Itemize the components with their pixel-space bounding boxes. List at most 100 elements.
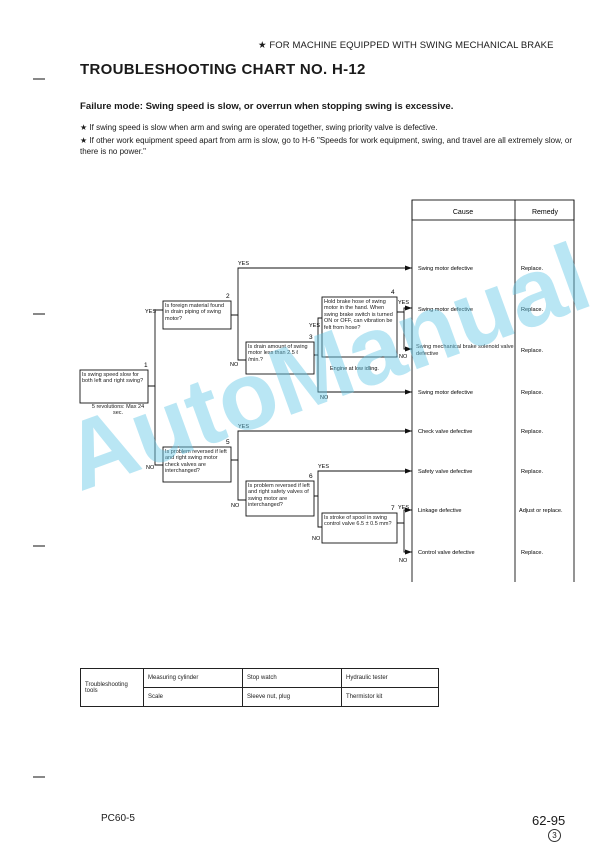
box-number-7: 7 <box>391 505 395 512</box>
no-label-6: NO <box>312 536 321 542</box>
yes-label-1: YES <box>145 309 156 315</box>
connector-5-no <box>237 460 246 501</box>
remedy-5: Replace. <box>521 429 544 435</box>
remedy-8: Replace. <box>521 550 544 556</box>
cause-3: Swing mechanical brake solenoid valve de… <box>416 344 514 357</box>
box-2-text: Is foreign material found in drain pipin… <box>165 303 225 322</box>
footer-model: PC60-5 <box>101 813 135 824</box>
connector-2-no <box>237 315 246 361</box>
no-label-4: NO <box>399 354 408 360</box>
yes-label-5: YES <box>238 424 249 430</box>
question-box-4 <box>321 296 398 358</box>
cause-1: Swing motor defective <box>418 266 473 272</box>
footer-page-number: 62-95 <box>532 813 566 828</box>
connector-6-no <box>317 496 322 528</box>
connector-5-yes <box>231 430 412 461</box>
box-6-text: Is problem reversed if left and right sa… <box>248 483 310 509</box>
tool-item: Stop watch <box>242 668 342 688</box>
box-number-6: 6 <box>309 473 313 480</box>
box-2-wrap: Is foreign material found in drain pipin… <box>165 303 225 322</box>
arrow-to-cause-8 <box>405 549 412 555</box>
question-box-3 <box>245 341 315 375</box>
arrow-to-cause-6 <box>405 468 412 474</box>
cause-7: Linkage defective <box>418 508 462 514</box>
no-label-2: NO <box>230 362 239 368</box>
tool-item: Scale <box>143 687 243 707</box>
box-7-text: Is stroke of spool in swing control valv… <box>324 515 392 528</box>
connector-7-yes <box>397 509 412 524</box>
no-label-5: NO <box>231 503 240 509</box>
cause-5: Check valve defective <box>418 429 472 435</box>
box-number-4: 4 <box>391 289 395 296</box>
question-box-1 <box>79 369 149 404</box>
question-box-5 <box>162 446 232 483</box>
margin-mark <box>33 776 45 778</box>
tool-item: Thermistor kit <box>341 687 439 707</box>
connector-3-yes <box>314 317 322 356</box>
box-5-wrap: Is problem reversed if left and right sw… <box>165 449 227 475</box>
connector-3-no <box>317 355 412 393</box>
header-note: ★ FOR MACHINE EQUIPPED WITH SWING MECHAN… <box>258 40 554 51</box>
connector-7-no <box>403 523 412 553</box>
failure-mode: Failure mode: Swing speed is slow, or ov… <box>80 101 454 112</box>
cause-6: Safety valve defective <box>418 469 472 475</box>
arrow-to-cause-7 <box>405 507 412 513</box>
tool-item: Sleeve nut, plug <box>242 687 342 707</box>
margin-mark <box>33 313 45 315</box>
revision-badge: 3 <box>548 829 561 842</box>
page-title: TROUBLESHOOTING CHART NO. H-12 <box>80 61 366 78</box>
arrow-to-cause-2 <box>405 305 412 311</box>
box-4-text: Hold brake hose of swing motor in the ha… <box>324 299 393 331</box>
cause-header: Cause <box>453 209 473 216</box>
box-1-note-wrap: 5 revolutions: Max 24 sec. <box>91 404 145 417</box>
note-2: ★ If other work equipment speed apart fr… <box>80 136 573 156</box>
box-5-text: Is problem reversed if left and right sw… <box>165 449 227 475</box>
note-1: ★ If swing speed is slow when arm and sw… <box>80 123 438 132</box>
margin-mark <box>33 78 45 80</box>
remedy-header: Remedy <box>532 209 559 216</box>
yes-label-2: YES <box>238 261 249 267</box>
connector-6-yes <box>314 470 412 497</box>
box-6-wrap: Is problem reversed if left and right sa… <box>248 483 310 509</box>
box-4-note: Engine at low idling. <box>330 366 379 372</box>
yes-label-6: YES <box>318 464 329 470</box>
tool-item: Measuring cylinder <box>143 668 243 688</box>
troubleshooting-flowchart: Cause Remedy Swing motor defective Repla… <box>79 199 575 582</box>
yes-label-4: YES <box>398 300 409 306</box>
box-1-wrap: Is swing speed slow for both left and ri… <box>82 372 144 385</box>
no-label-1: NO <box>146 465 155 471</box>
box-4-wrap: Hold brake hose of swing motor in the ha… <box>324 299 393 331</box>
box-number-5: 5 <box>226 439 230 446</box>
remedy-1: Replace. <box>521 266 544 272</box>
remedy-2: Replace. <box>521 307 544 313</box>
box-number-1: 1 <box>144 362 148 369</box>
troubleshooting-tools-table: Troubleshooting tools Measuring cylinder… <box>80 668 439 707</box>
no-label-7: NO <box>399 558 408 564</box>
cause-3-wrap: Swing mechanical brake solenoid valve de… <box>416 344 514 357</box>
box-1-text: Is swing speed slow for both left and ri… <box>82 372 144 385</box>
connector-2-yes <box>231 267 412 316</box>
box-number-2: 2 <box>226 293 230 300</box>
box-7-wrap: Is stroke of spool in swing control valv… <box>324 515 392 528</box>
box-1-note: 5 revolutions: Max 24 sec. <box>91 404 145 417</box>
connector-1-no <box>154 386 163 466</box>
remedy-7: Adjust or replace. <box>519 508 563 514</box>
arrow-to-cause-3 <box>405 346 412 352</box>
question-box-6 <box>245 480 315 517</box>
margin-mark <box>33 545 45 547</box>
box-3-wrap: Is drain amount of swing motor less than… <box>248 344 308 363</box>
arrow-to-cause-4 <box>405 389 412 395</box>
cause-8: Control valve defective <box>418 550 475 556</box>
tool-item: Hydraulic tester <box>341 668 439 688</box>
connector-1-yes <box>148 309 163 387</box>
no-label-3: NO <box>320 395 329 401</box>
question-box-7 <box>321 512 398 544</box>
remedy-6: Replace. <box>521 469 544 475</box>
yes-label-7: YES <box>398 505 409 511</box>
tools-label: Troubleshooting tools <box>80 668 144 707</box>
remedy-3: Replace. <box>521 348 544 354</box>
box-3-text: Is drain amount of swing motor less than… <box>248 344 308 363</box>
arrow-to-cause-1 <box>405 265 412 271</box>
remedy-4: Replace. <box>521 390 544 396</box>
yes-label-3: YES <box>309 323 320 329</box>
